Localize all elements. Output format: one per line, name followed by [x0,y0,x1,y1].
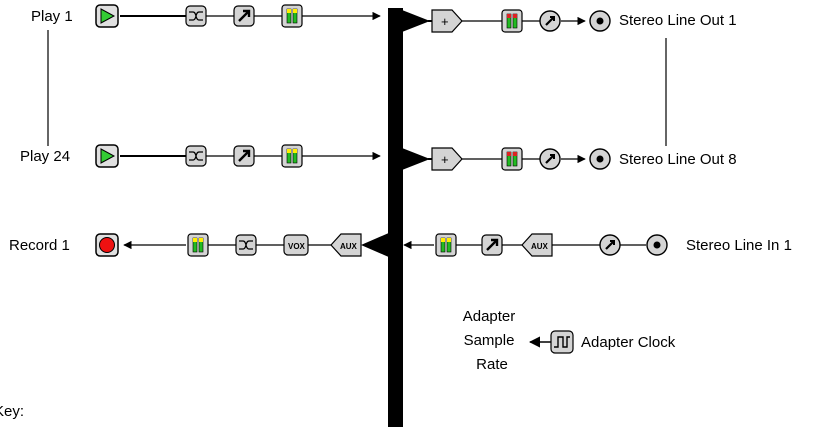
volume-knob-icon[interactable] [539,10,561,32]
svg-text:AUX: AUX [531,242,549,251]
label-adapter-sample-rate: Rate [476,356,508,373]
play-icon[interactable] [95,4,119,28]
svg-text:+: + [441,152,449,167]
volume-knob-icon[interactable] [539,148,561,170]
label-adapter-sample-rate: Sample [464,332,515,349]
bus-arrow-head [402,10,430,32]
key-label: Key: [0,403,24,420]
row-record-1: Record 1 VOX AUX [9,232,792,258]
meter-icon[interactable] [501,9,523,33]
crossfade-icon[interactable] [235,234,257,256]
crossfade-icon[interactable] [185,145,207,167]
label-stereo-line-out-8: Stereo Line Out 8 [619,151,737,168]
meter-icon[interactable] [281,4,303,28]
label-play-1: Play 1 [31,8,73,25]
svg-text:+: + [441,14,449,29]
row-play-1: Play 1 + [31,4,737,33]
label-adapter-sample-rate: Adapter [463,308,516,325]
play-icon[interactable] [95,144,119,168]
volume-icon[interactable] [481,234,503,256]
meter-icon[interactable] [187,233,209,257]
clock-icon[interactable] [550,330,574,354]
mixer-plus-icon[interactable]: + [431,147,463,171]
output-port-icon[interactable] [589,148,611,170]
row-play-24: Play 24 + [20,144,737,171]
meter-icon[interactable] [281,144,303,168]
aux-icon[interactable]: AUX [521,233,553,257]
label-play-24: Play 24 [20,148,70,165]
volume-icon[interactable] [233,5,255,27]
aux-icon[interactable]: AUX [330,233,362,257]
volume-icon[interactable] [233,145,255,167]
label-record-1: Record 1 [9,237,70,254]
meter-icon[interactable] [501,147,523,171]
output-port-icon[interactable] [589,10,611,32]
input-port-icon[interactable] [646,234,668,256]
meter-icon[interactable] [435,233,457,257]
adapter-clock-group: Adapter Sample Rate Adapter Clock [463,308,676,373]
svg-text:VOX: VOX [288,242,306,251]
vox-icon[interactable]: VOX [283,234,309,256]
label-stereo-line-out-1: Stereo Line Out 1 [619,12,737,29]
label-stereo-line-in-1: Stereo Line In 1 [686,237,792,254]
svg-text:AUX: AUX [340,242,358,251]
volume-knob-icon[interactable] [599,234,621,256]
central-bus [388,8,403,427]
record-icon[interactable] [95,233,119,257]
bus-arrow-head [361,232,391,258]
mixer-plus-icon[interactable]: + [431,9,463,33]
label-adapter-clock: Adapter Clock [581,334,676,351]
crossfade-icon[interactable] [185,5,207,27]
bus-arrow-head [402,148,430,170]
